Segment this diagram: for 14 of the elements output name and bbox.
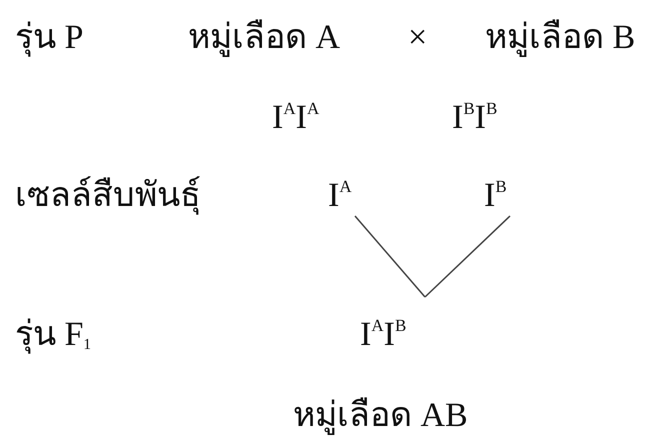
genotype-label: I$^{B}$I$^{B}$	[452, 98, 498, 138]
cross-line	[354, 216, 426, 298]
generation-label: รุ่น P	[15, 18, 84, 58]
generation-label: รุ่น F$_{1}$	[15, 315, 92, 355]
blood-group-label: หมู่เลือด AB	[293, 396, 468, 436]
cross-sign: ×	[408, 18, 428, 58]
blood-group-label: หมู่เลือด A	[188, 18, 340, 58]
cross-line	[424, 215, 511, 298]
offspring-genotype: I$^{A}$I$^{B}$	[360, 297, 460, 355]
gamete-allele: I$^{B}$	[484, 176, 534, 216]
gamete-heading: เซลล์สืบพันธุ์	[15, 176, 201, 216]
genotype-label: I$^{A}$I$^{A}$	[272, 98, 320, 138]
gamete-allele: I$^{A}$	[328, 176, 378, 216]
blood-group-label: หมู่เลือด B	[485, 18, 636, 58]
